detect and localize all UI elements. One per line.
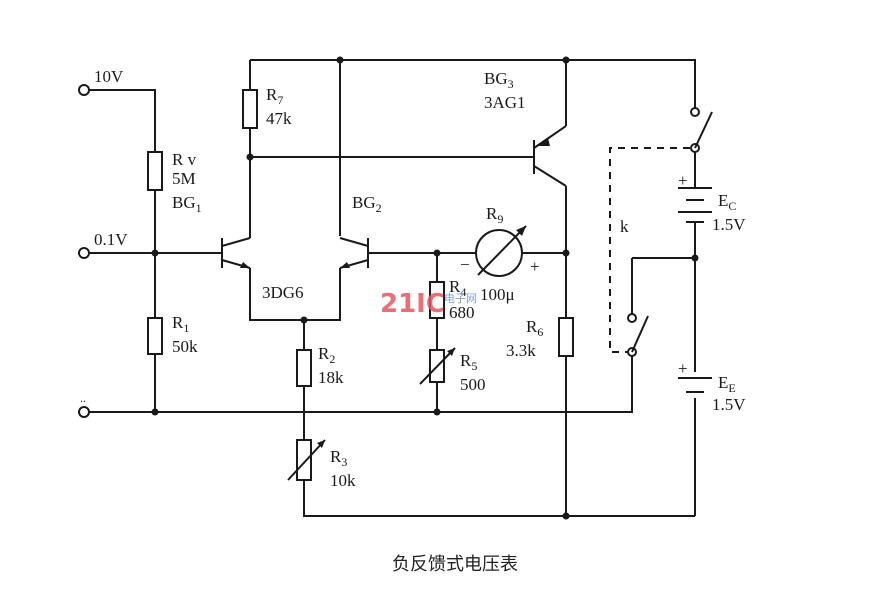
svg-text:R6: R6 [526, 317, 543, 339]
svg-text:3AG1: 3AG1 [484, 93, 526, 112]
svg-text:R9: R9 [486, 204, 503, 226]
terminal-10v [78, 84, 90, 96]
meter-plus: + [530, 257, 540, 276]
svg-text:BG1: BG1 [172, 193, 202, 215]
transistor-bg1: BG1 [172, 193, 251, 269]
svg-text:R7: R7 [266, 85, 283, 107]
terminal-0-1v [78, 247, 90, 259]
terminal-common [78, 406, 90, 418]
resistor-r5-variable: R5 500 [419, 347, 486, 394]
diagram-caption: 负反馈式电压表 [392, 554, 518, 575]
svg-text:R3: R3 [330, 447, 347, 469]
wires [89, 59, 696, 517]
svg-text:10k: 10k [330, 471, 356, 490]
transistor-bg2: BG2 [339, 193, 382, 269]
svg-text:BG3: BG3 [484, 69, 514, 91]
resistor-r3-variable: R3 10k [287, 439, 356, 490]
junction-dots [151, 56, 699, 520]
svg-text:18k: 18k [318, 368, 344, 387]
watermark: 21IC 电子网 [380, 289, 477, 319]
input-terminals: 10V 0.1V .. [78, 67, 128, 418]
svg-text:R1: R1 [172, 313, 189, 335]
svg-text:+: + [678, 171, 688, 190]
svg-text:21IC: 21IC [380, 289, 445, 319]
svg-text:1.5V: 1.5V [712, 395, 746, 414]
svg-text:100μ: 100μ [480, 285, 515, 304]
meter-r9: R9 100μ − + [460, 204, 540, 304]
svg-text:R2: R2 [318, 344, 335, 366]
meter-minus: − [460, 255, 470, 274]
label-10v: 10V [94, 67, 124, 86]
resistor-rv: R v 5M [147, 150, 197, 191]
resistor-r6: R6 3.3k [506, 317, 574, 360]
svg-text:+: + [678, 359, 688, 378]
label-k: k [620, 217, 629, 236]
resistor-r7: R7 47k [242, 85, 292, 129]
label-0-1v: 0.1V [94, 230, 128, 249]
svg-text:47k: 47k [266, 109, 292, 128]
label-3dg6: 3DG6 [262, 283, 304, 302]
battery-ec: + EC 1.5V [678, 171, 746, 234]
svg-text:R5: R5 [460, 351, 477, 373]
svg-text:EE: EE [718, 373, 736, 395]
svg-text:BG2: BG2 [352, 193, 382, 215]
svg-text:680: 680 [449, 303, 475, 322]
svg-text:50k: 50k [172, 337, 198, 356]
resistor-r1: R1 50k [147, 313, 198, 356]
battery-ee: + EE 1.5V [678, 359, 746, 414]
svg-text:电子网: 电子网 [444, 292, 477, 305]
svg-text:EC: EC [718, 191, 736, 213]
svg-text:R4: R4 [449, 277, 466, 299]
resistor-r2: R2 18k [296, 344, 344, 387]
svg-text:500: 500 [460, 375, 486, 394]
transistor-bg3: BG3 3AG1 [484, 69, 567, 187]
label-common: .. [80, 391, 86, 405]
svg-text:R v: R v [172, 150, 197, 169]
switch-k: k [609, 107, 713, 357]
svg-text:1.5V: 1.5V [712, 215, 746, 234]
resistor-r4: R4 680 [429, 277, 475, 322]
svg-text:3.3k: 3.3k [506, 341, 536, 360]
svg-text:5M: 5M [172, 169, 196, 188]
